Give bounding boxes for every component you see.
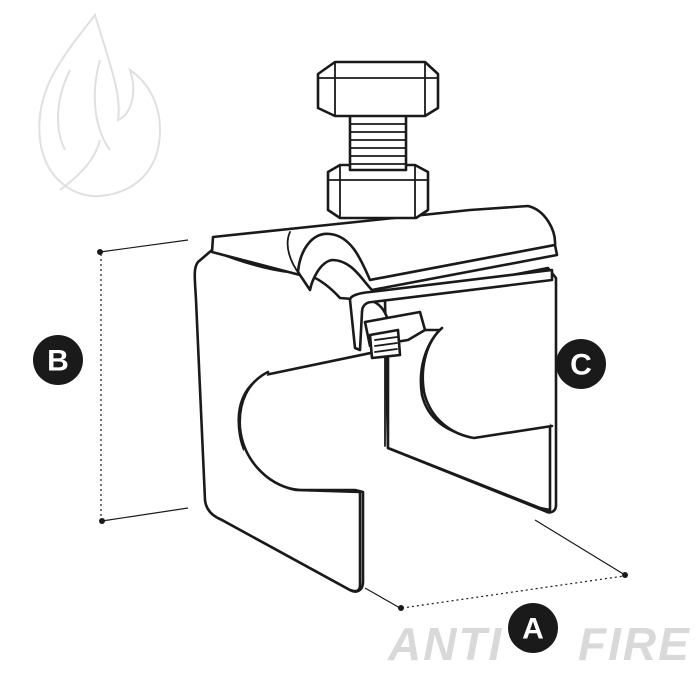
bolt-assembly	[316, 60, 440, 220]
label-a: A	[522, 613, 544, 646]
watermark-left: ANTI	[387, 618, 503, 670]
label-b: B	[47, 345, 69, 378]
brand-watermark: ANTI FIRE	[387, 618, 691, 670]
label-c: C	[570, 349, 592, 382]
dimension-a	[364, 519, 628, 611]
clamp-back-plate	[383, 266, 558, 514]
inner-nut-icon	[363, 310, 427, 360]
clamp-hook-strip	[348, 268, 554, 352]
label-c-badge: C	[556, 339, 606, 389]
watermark-right: FIRE	[578, 618, 691, 670]
clamp-top-saddle	[210, 204, 559, 292]
flame-logo-icon	[38, 12, 162, 198]
dimension-b	[97, 239, 189, 524]
label-a-badge: A	[508, 603, 558, 653]
label-b-badge: B	[33, 335, 83, 385]
